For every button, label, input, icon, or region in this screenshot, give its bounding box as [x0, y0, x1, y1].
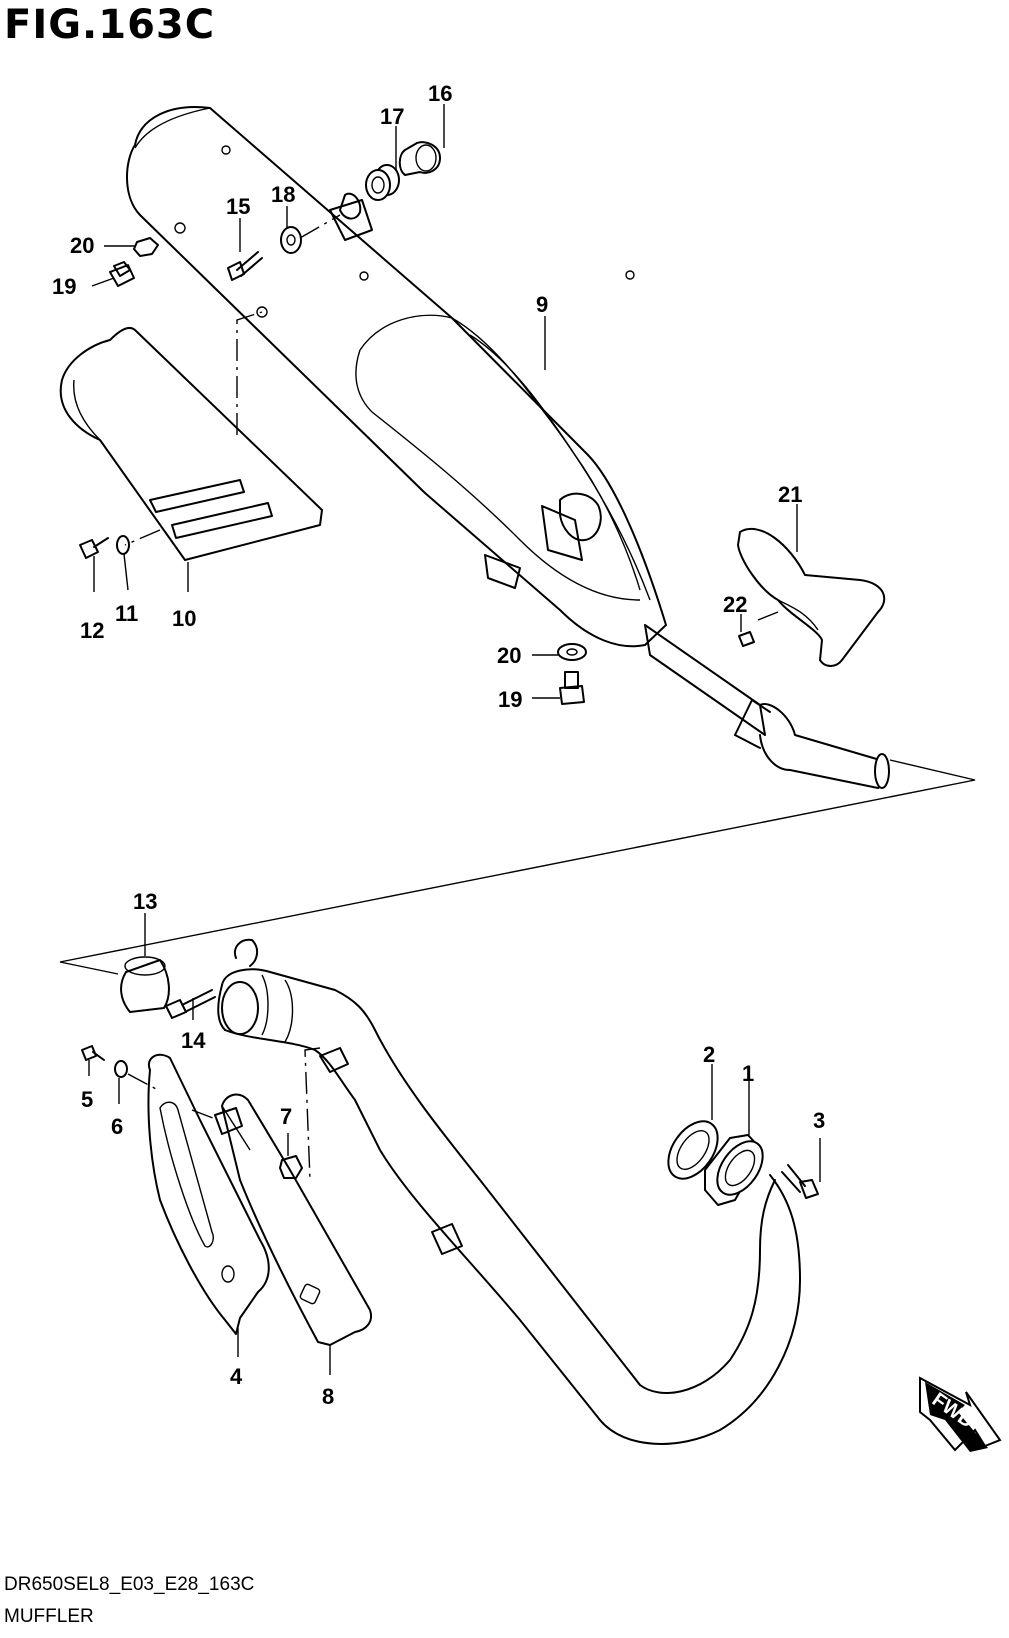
bolt-3 — [781, 1164, 819, 1199]
tailpipe-heat-shield — [737, 527, 886, 667]
pipe-heat-guard-8 — [214, 1093, 372, 1346]
callout-19: 19 — [52, 274, 76, 299]
callout-15: 15 — [226, 194, 250, 219]
forward-direction-arrow: FWD — [919, 1376, 1002, 1452]
callout-2: 2 — [703, 1042, 715, 1067]
callout-21: 21 — [778, 482, 802, 507]
figure-code: DR650SEL8_E03_E28_163C — [4, 1574, 255, 1595]
callout-numbers: 1 2 3 4 5 6 7 8 9 10 11 12 13 14 15 16 1… — [52, 81, 825, 1409]
callout-11: 11 — [115, 601, 138, 626]
callout-8: 8 — [322, 1384, 334, 1409]
callout-10: 10 — [172, 606, 196, 631]
gasket — [667, 1120, 719, 1180]
muffler-body — [126, 106, 890, 789]
muffler-heat-shield — [59, 326, 323, 561]
figure-name: MUFFLER — [4, 1606, 94, 1627]
callout-16: 16 — [428, 81, 452, 106]
exhaust-pipe — [217, 938, 801, 1445]
callout-19-second: 19 — [498, 687, 522, 712]
bolt-14 — [165, 989, 216, 1019]
callout-6: 6 — [111, 1114, 123, 1139]
assembly-divider — [59, 759, 976, 975]
connector-sleeve — [120, 956, 170, 1013]
callout-18: 18 — [271, 182, 295, 207]
upper-leader-lines — [91, 104, 798, 699]
callout-20: 20 — [70, 233, 94, 258]
callout-22: 22 — [723, 592, 747, 617]
upper-fasteners — [79, 141, 755, 705]
callout-14: 14 — [181, 1028, 206, 1053]
callout-9: 9 — [536, 292, 548, 317]
callout-12: 12 — [80, 618, 104, 643]
figure-title: FIG.163C — [4, 2, 216, 48]
callout-4: 4 — [230, 1364, 243, 1389]
callout-5: 5 — [81, 1087, 93, 1112]
callout-3: 3 — [813, 1108, 825, 1133]
lower-leader-lines — [88, 913, 821, 1375]
callout-7: 7 — [280, 1104, 292, 1129]
callout-13: 13 — [133, 889, 157, 914]
callout-1: 1 — [742, 1061, 754, 1086]
lower-fasteners — [81, 1045, 303, 1179]
callout-20-second: 20 — [497, 643, 521, 668]
callout-17: 17 — [380, 104, 404, 129]
pipe-heat-guard-4 — [147, 1053, 270, 1335]
